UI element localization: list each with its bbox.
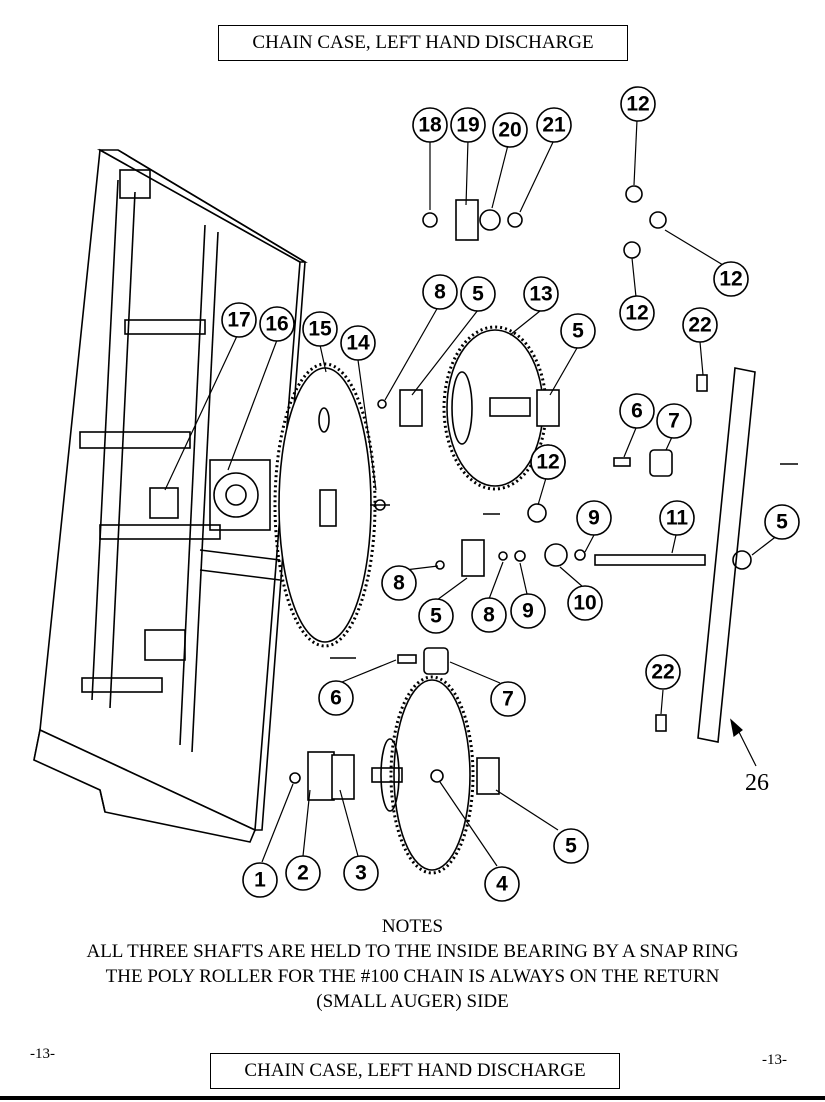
- callout-5-right: 5: [764, 504, 800, 540]
- svg-text:5: 5: [572, 320, 584, 343]
- svg-text:16: 16: [265, 313, 288, 336]
- callout-10: 10: [567, 585, 603, 621]
- svg-text:14: 14: [346, 332, 370, 355]
- svg-text:10: 10: [573, 592, 596, 615]
- callout-19: 19: [450, 107, 486, 143]
- svg-text:12: 12: [719, 268, 742, 291]
- notes-line: ALL THREE SHAFTS ARE HELD TO THE INSIDE …: [86, 941, 739, 962]
- callout-5-mid: 5: [418, 598, 454, 634]
- svg-text:3: 3: [355, 862, 367, 885]
- svg-text:9: 9: [588, 507, 600, 530]
- callout-3: 3: [343, 855, 379, 891]
- svg-text:22: 22: [651, 661, 674, 684]
- callout-9-mid: 9: [510, 593, 546, 629]
- svg-text:21: 21: [542, 114, 566, 137]
- svg-text:6: 6: [330, 687, 342, 710]
- callout-12-top: 12: [620, 86, 656, 122]
- callout-12-lower: 12: [619, 295, 655, 331]
- svg-text:11: 11: [666, 507, 689, 530]
- callout-16: 16: [259, 306, 295, 342]
- callout-4: 4: [484, 866, 520, 902]
- bearing-parts: [289, 185, 798, 801]
- svg-text:13: 13: [529, 283, 552, 306]
- notes-heading: NOTES: [381, 916, 444, 937]
- callout-8-top: 8: [422, 274, 458, 310]
- svg-text:6: 6: [631, 400, 643, 423]
- callout-7-top: 7: [656, 403, 692, 439]
- callout-15: 15: [302, 311, 338, 347]
- shaft-plate: [697, 367, 756, 743]
- large-sprocket-upper: [273, 362, 390, 648]
- svg-text:20: 20: [498, 119, 521, 142]
- callout-20: 20: [492, 112, 528, 148]
- svg-text:5: 5: [776, 511, 788, 534]
- svg-text:15: 15: [308, 318, 332, 341]
- page-number-right: -13-: [762, 1052, 787, 1068]
- callout-22-top: 22: [682, 307, 718, 343]
- callouts: 18 19 20 21 12 12 12 12 8 5 13 5 17 16 1…: [221, 86, 800, 902]
- svg-text:19: 19: [456, 114, 479, 137]
- callout-9-top: 9: [576, 500, 612, 536]
- callout-11: 11: [659, 500, 695, 536]
- callout-6-lower: 6: [318, 680, 354, 716]
- svg-text:7: 7: [502, 688, 514, 711]
- callout-1: 1: [242, 862, 278, 898]
- svg-text:1: 1: [254, 869, 266, 892]
- callout-13: 13: [523, 276, 559, 312]
- callout-5-bottom: 5: [553, 828, 589, 864]
- callout-5-upper-right: 5: [560, 313, 596, 349]
- page-title: CHAIN CASE, LEFT HAND DISCHARGE: [218, 25, 628, 61]
- leader-lines: [164, 119, 779, 867]
- callout-17: 17: [221, 302, 257, 338]
- callout-14: 14: [340, 325, 376, 361]
- callout-7-lower: 7: [490, 681, 526, 717]
- svg-text:4: 4: [496, 873, 508, 896]
- svg-text:5: 5: [472, 283, 484, 306]
- svg-text:12: 12: [625, 302, 648, 325]
- callout-6-top: 6: [619, 393, 655, 429]
- notes-section: NOTES ALL THREE SHAFTS ARE HELD TO THE I…: [0, 914, 825, 1014]
- callout-18: 18: [412, 107, 448, 143]
- callout-5-top: 5: [460, 276, 496, 312]
- svg-text:12: 12: [536, 451, 559, 474]
- callout-8-left: 8: [381, 565, 417, 601]
- svg-text:18: 18: [418, 114, 442, 137]
- svg-text:8: 8: [434, 281, 446, 304]
- page-number-left: -13-: [30, 1046, 55, 1062]
- callout-8-mid: 8: [471, 597, 507, 633]
- svg-text:5: 5: [565, 835, 577, 858]
- footer-title: CHAIN CASE, LEFT HAND DISCHARGE: [210, 1053, 620, 1089]
- svg-text:17: 17: [227, 309, 250, 332]
- callout-12-right: 12: [713, 261, 749, 297]
- callout-12-midrow: 12: [530, 444, 566, 480]
- callout-22-lower: 22: [645, 654, 681, 690]
- notes-line: (SMALL AUGER) SIDE: [316, 991, 509, 1012]
- chain-case-housing: [33, 148, 308, 843]
- svg-text:7: 7: [668, 410, 680, 433]
- large-sprocket-lower: [371, 675, 475, 875]
- callout-21: 21: [536, 107, 572, 143]
- svg-text:5: 5: [430, 605, 442, 628]
- svg-text:9: 9: [522, 600, 534, 623]
- svg-text:2: 2: [297, 862, 309, 885]
- bottom-rule: [0, 1096, 825, 1100]
- svg-text:8: 8: [483, 604, 495, 627]
- notes-line: THE POLY ROLLER FOR THE #100 CHAIN IS AL…: [105, 966, 720, 987]
- svg-text:8: 8: [393, 572, 405, 595]
- svg-text:22: 22: [688, 314, 711, 337]
- svg-text:12: 12: [626, 93, 649, 116]
- reference-label-26: 26: [745, 770, 769, 796]
- callout-2: 2: [285, 855, 321, 891]
